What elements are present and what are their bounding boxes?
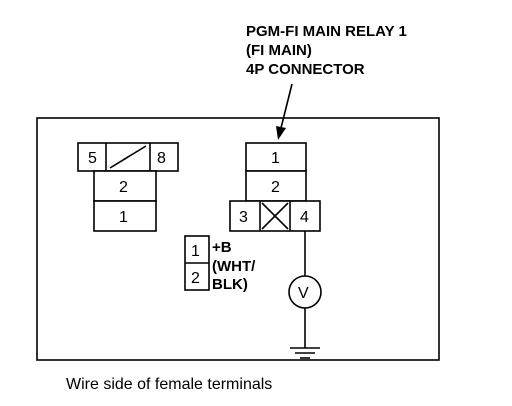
- ground-icon: [290, 347, 320, 359]
- battery-label-line1: +B: [212, 239, 232, 256]
- blank-terminal-cross-b: [261, 202, 289, 230]
- battery-terminal-2: 2: [191, 270, 200, 287]
- main-terminal-1: 1: [271, 150, 280, 167]
- blank-terminal-slash: [109, 145, 147, 169]
- connector-title-line2: (FI MAIN): [246, 42, 312, 59]
- battery-label-line3: BLK): [212, 276, 248, 293]
- connector-title-line3: 4P CONNECTOR: [246, 61, 365, 78]
- pointer-arrowhead: [276, 126, 286, 140]
- battery-terminal-block: 1 2: [184, 235, 210, 291]
- main-terminal-2: 2: [271, 179, 280, 196]
- main-terminal-4: 4: [300, 209, 309, 226]
- main-terminal-3: 3: [239, 209, 248, 226]
- left-terminal-1: 1: [119, 209, 128, 226]
- left-terminal-8: 8: [157, 150, 166, 167]
- main-connector-cell-2: [245, 170, 307, 202]
- left-connector-cell-1: [93, 200, 157, 232]
- pointer-arrow: [280, 83, 293, 129]
- main-connector: 1 2 3 4: [229, 142, 321, 232]
- voltmeter-symbol: V: [298, 285, 309, 302]
- left-connector: 5 8 2 1: [77, 142, 179, 232]
- battery-label-line2: (WHT/: [212, 258, 256, 275]
- diagram-caption: Wire side of female terminals: [66, 376, 272, 393]
- battery-terminal-1: 1: [191, 243, 200, 260]
- connector-frame: [36, 117, 440, 361]
- left-terminal-5: 5: [88, 150, 97, 167]
- left-terminal-2: 2: [119, 179, 128, 196]
- connector-title-line1: PGM-FI MAIN RELAY 1: [246, 23, 407, 40]
